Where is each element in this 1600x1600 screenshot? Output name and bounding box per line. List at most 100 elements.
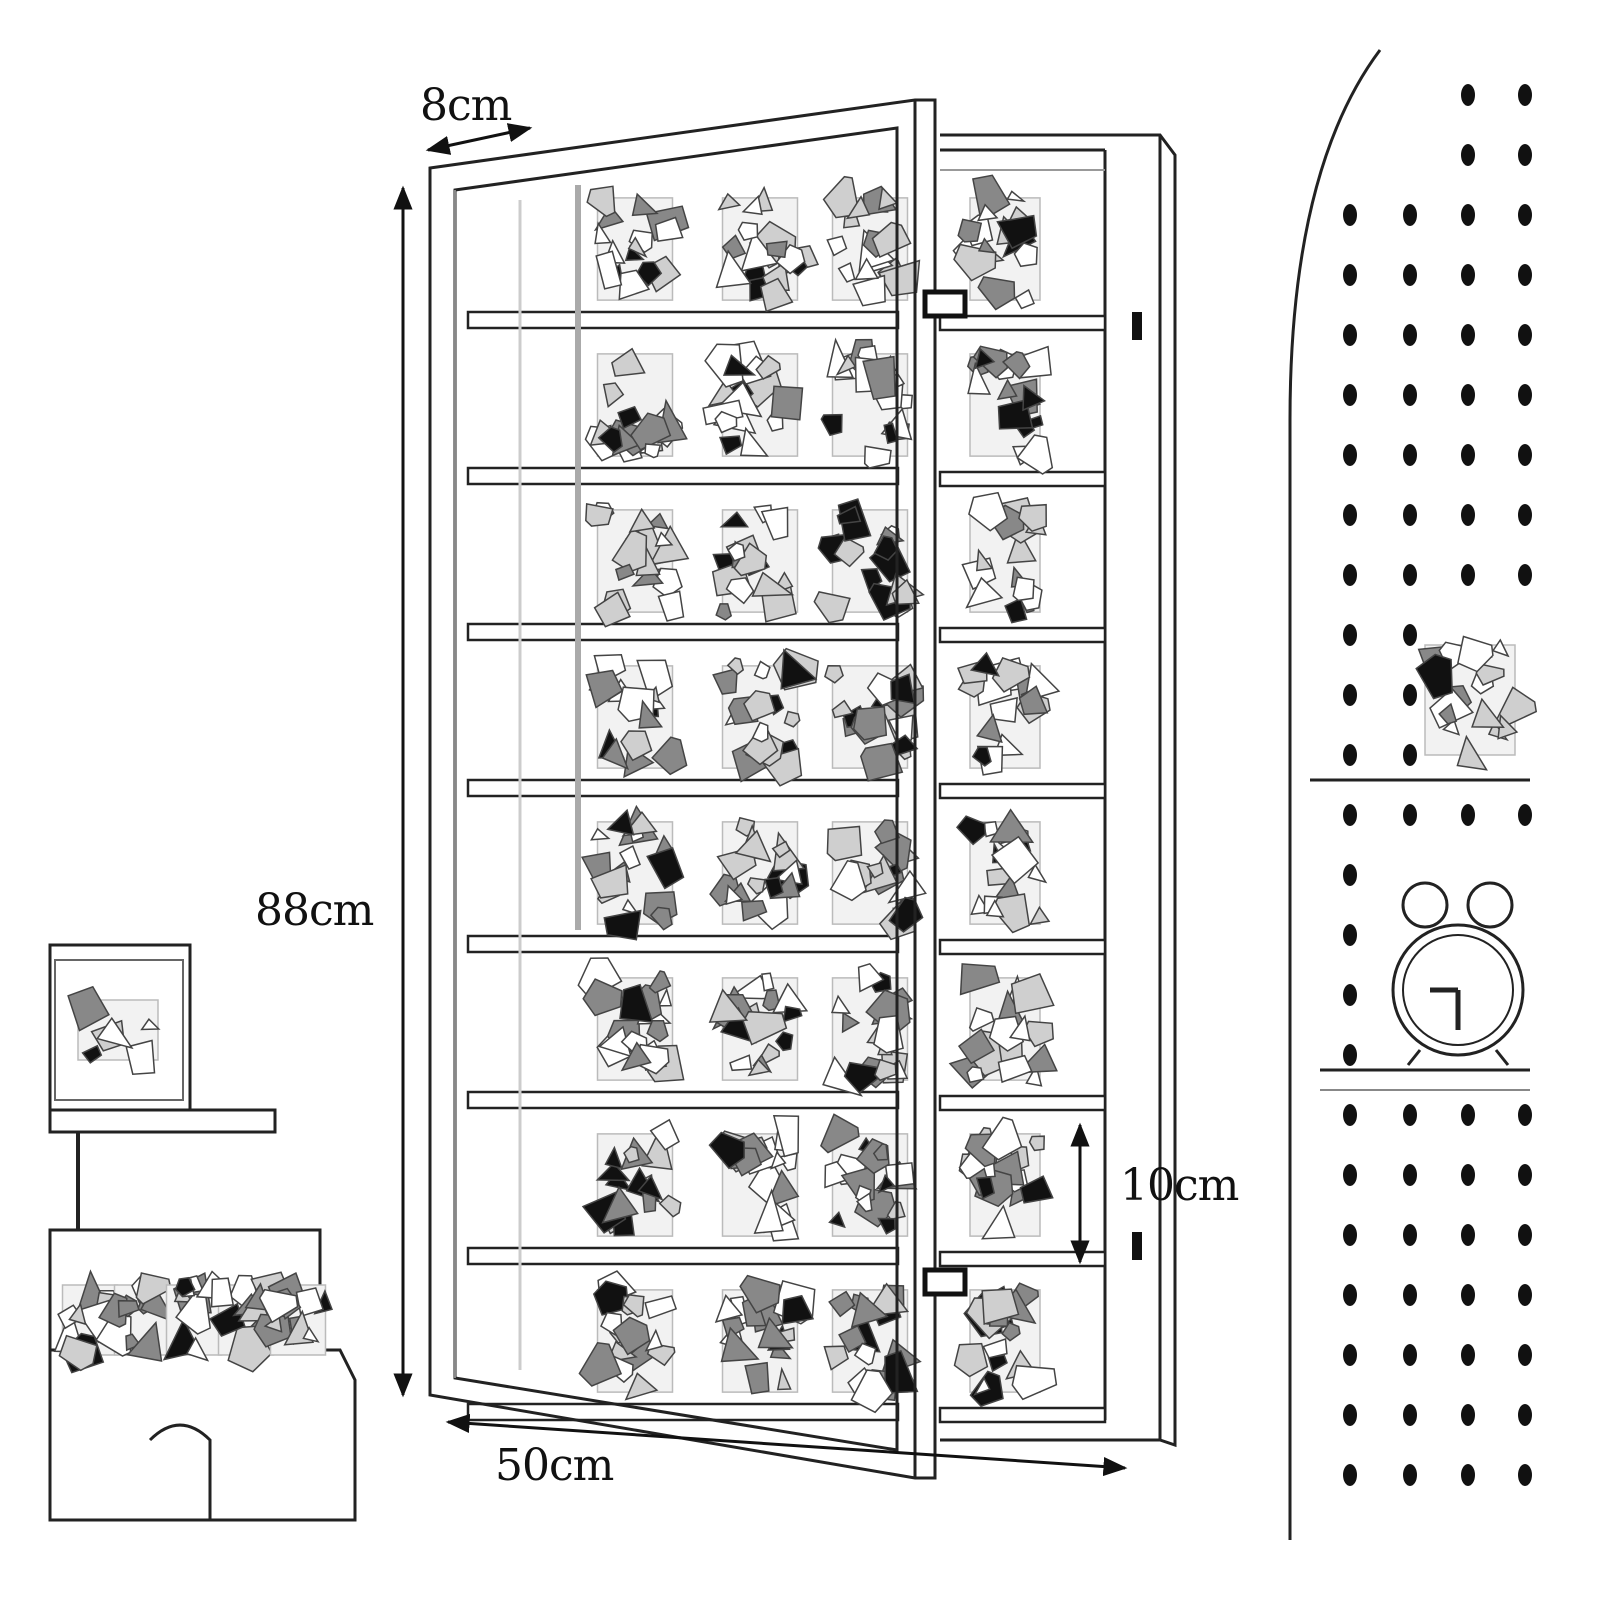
peg-hole: [1461, 1344, 1475, 1366]
figurine: [953, 1282, 1058, 1407]
peg-hole: [1518, 1344, 1532, 1366]
peg-hole: [1461, 1284, 1475, 1306]
figurine: [715, 185, 820, 313]
shelf-height-label: 10cm: [1120, 1160, 1239, 1211]
alarm-clock-icon: [1391, 881, 1525, 1066]
peg-hole: [1343, 564, 1357, 586]
peg-hole: [1403, 1344, 1417, 1366]
figurine: [585, 501, 690, 628]
figurine: [822, 175, 921, 307]
figurine: [822, 962, 914, 1097]
peg-hole: [1461, 1224, 1475, 1246]
figurine: [956, 651, 1061, 776]
peg-hole: [1461, 504, 1475, 526]
peg-hole: [1343, 444, 1357, 466]
peg-hole: [1461, 324, 1475, 346]
figurine: [577, 957, 685, 1083]
peg-hole: [1518, 324, 1532, 346]
pegboard-arch: [1288, 49, 1382, 1540]
shelf-board-right: [938, 314, 1107, 332]
figurine: [95, 1272, 177, 1362]
door-hinge-top: [922, 289, 968, 319]
peg-hole: [1343, 1104, 1357, 1126]
peg-hole: [1403, 1164, 1417, 1186]
figurine: [586, 185, 690, 301]
figurine: [952, 174, 1041, 311]
peg-hole: [1343, 264, 1357, 286]
figurine-group: [577, 174, 1061, 1414]
peg-hole: [1403, 264, 1417, 286]
height-label: 88cm: [255, 885, 374, 936]
peg-hole: [1518, 84, 1532, 106]
figurine: [253, 1272, 334, 1356]
peg-hole: [1343, 1164, 1357, 1186]
depth-label: 8cm: [420, 80, 512, 131]
peg-hole: [1461, 1164, 1475, 1186]
pegboard-holes: [1343, 84, 1538, 1486]
peg-hole: [1461, 84, 1475, 106]
figurine: [823, 1282, 922, 1414]
figurine: [712, 647, 819, 787]
peg-hole: [1518, 1404, 1532, 1426]
peg-hole: [1461, 384, 1475, 406]
peg-hole: [1518, 384, 1532, 406]
figurine: [714, 1274, 816, 1395]
peg-hole: [1403, 564, 1417, 586]
width-arrow: [445, 1413, 1128, 1477]
peg-hole: [1343, 804, 1357, 826]
peg-hole: [1461, 1464, 1475, 1486]
peg-hole: [1518, 1284, 1532, 1306]
door-hinge-bottom: [922, 1267, 968, 1297]
peg-hole: [1461, 204, 1475, 226]
shelf-board-right: [938, 782, 1107, 800]
peg-hole: [1403, 1284, 1417, 1306]
peg-hole: [1518, 1164, 1532, 1186]
peg-hole: [1461, 1104, 1475, 1126]
peg-hole: [1518, 1104, 1532, 1126]
peg-hole: [1461, 444, 1475, 466]
peg-hole: [1403, 1464, 1417, 1486]
figurine: [584, 347, 688, 463]
peg-hole: [1343, 684, 1357, 706]
shelf-board: [466, 934, 900, 954]
peg-hole: [1343, 744, 1357, 766]
peg-hole: [1403, 444, 1417, 466]
peg-hole: [1403, 804, 1417, 826]
figurine: [948, 963, 1058, 1089]
peg-hole: [1461, 804, 1475, 826]
figurine: [956, 808, 1051, 934]
peg-hole: [1518, 1224, 1532, 1246]
peg-hole: [1343, 1284, 1357, 1306]
peg-hole: [1343, 864, 1357, 886]
peg-hole: [1403, 504, 1417, 526]
peg-hole: [1403, 324, 1417, 346]
peg-hole: [1343, 204, 1357, 226]
cabinet-latch-bottom: [1132, 1232, 1142, 1260]
peg-hole: [1518, 564, 1532, 586]
shelf-board: [466, 622, 900, 642]
peg-hole: [1403, 684, 1417, 706]
shelf-board-right: [938, 1250, 1107, 1268]
shelf-board-right: [938, 1094, 1107, 1112]
shelf-board: [466, 1246, 900, 1266]
figurine: [958, 1116, 1054, 1240]
figurine: [966, 345, 1054, 475]
shelf-board: [466, 1090, 900, 1110]
shelf-rows: [466, 185, 1107, 1424]
desk-box: [48, 1228, 357, 1522]
peg-hole: [1343, 324, 1357, 346]
cabinet-latch-top: [1132, 312, 1142, 340]
shelf-board-right: [938, 470, 1107, 488]
figurine: [702, 340, 804, 457]
peg-hole: [1343, 384, 1357, 406]
depth-arrow: [425, 123, 533, 155]
figurine: [708, 972, 809, 1081]
peg-hole: [1343, 1344, 1357, 1366]
shelf-board: [466, 778, 900, 798]
figurine: [709, 816, 810, 931]
peg-hole: [1403, 204, 1417, 226]
figurine: [813, 498, 925, 624]
monitor: [48, 943, 277, 1230]
shelf-board-right: [938, 1406, 1107, 1424]
figurine: [581, 1118, 682, 1237]
